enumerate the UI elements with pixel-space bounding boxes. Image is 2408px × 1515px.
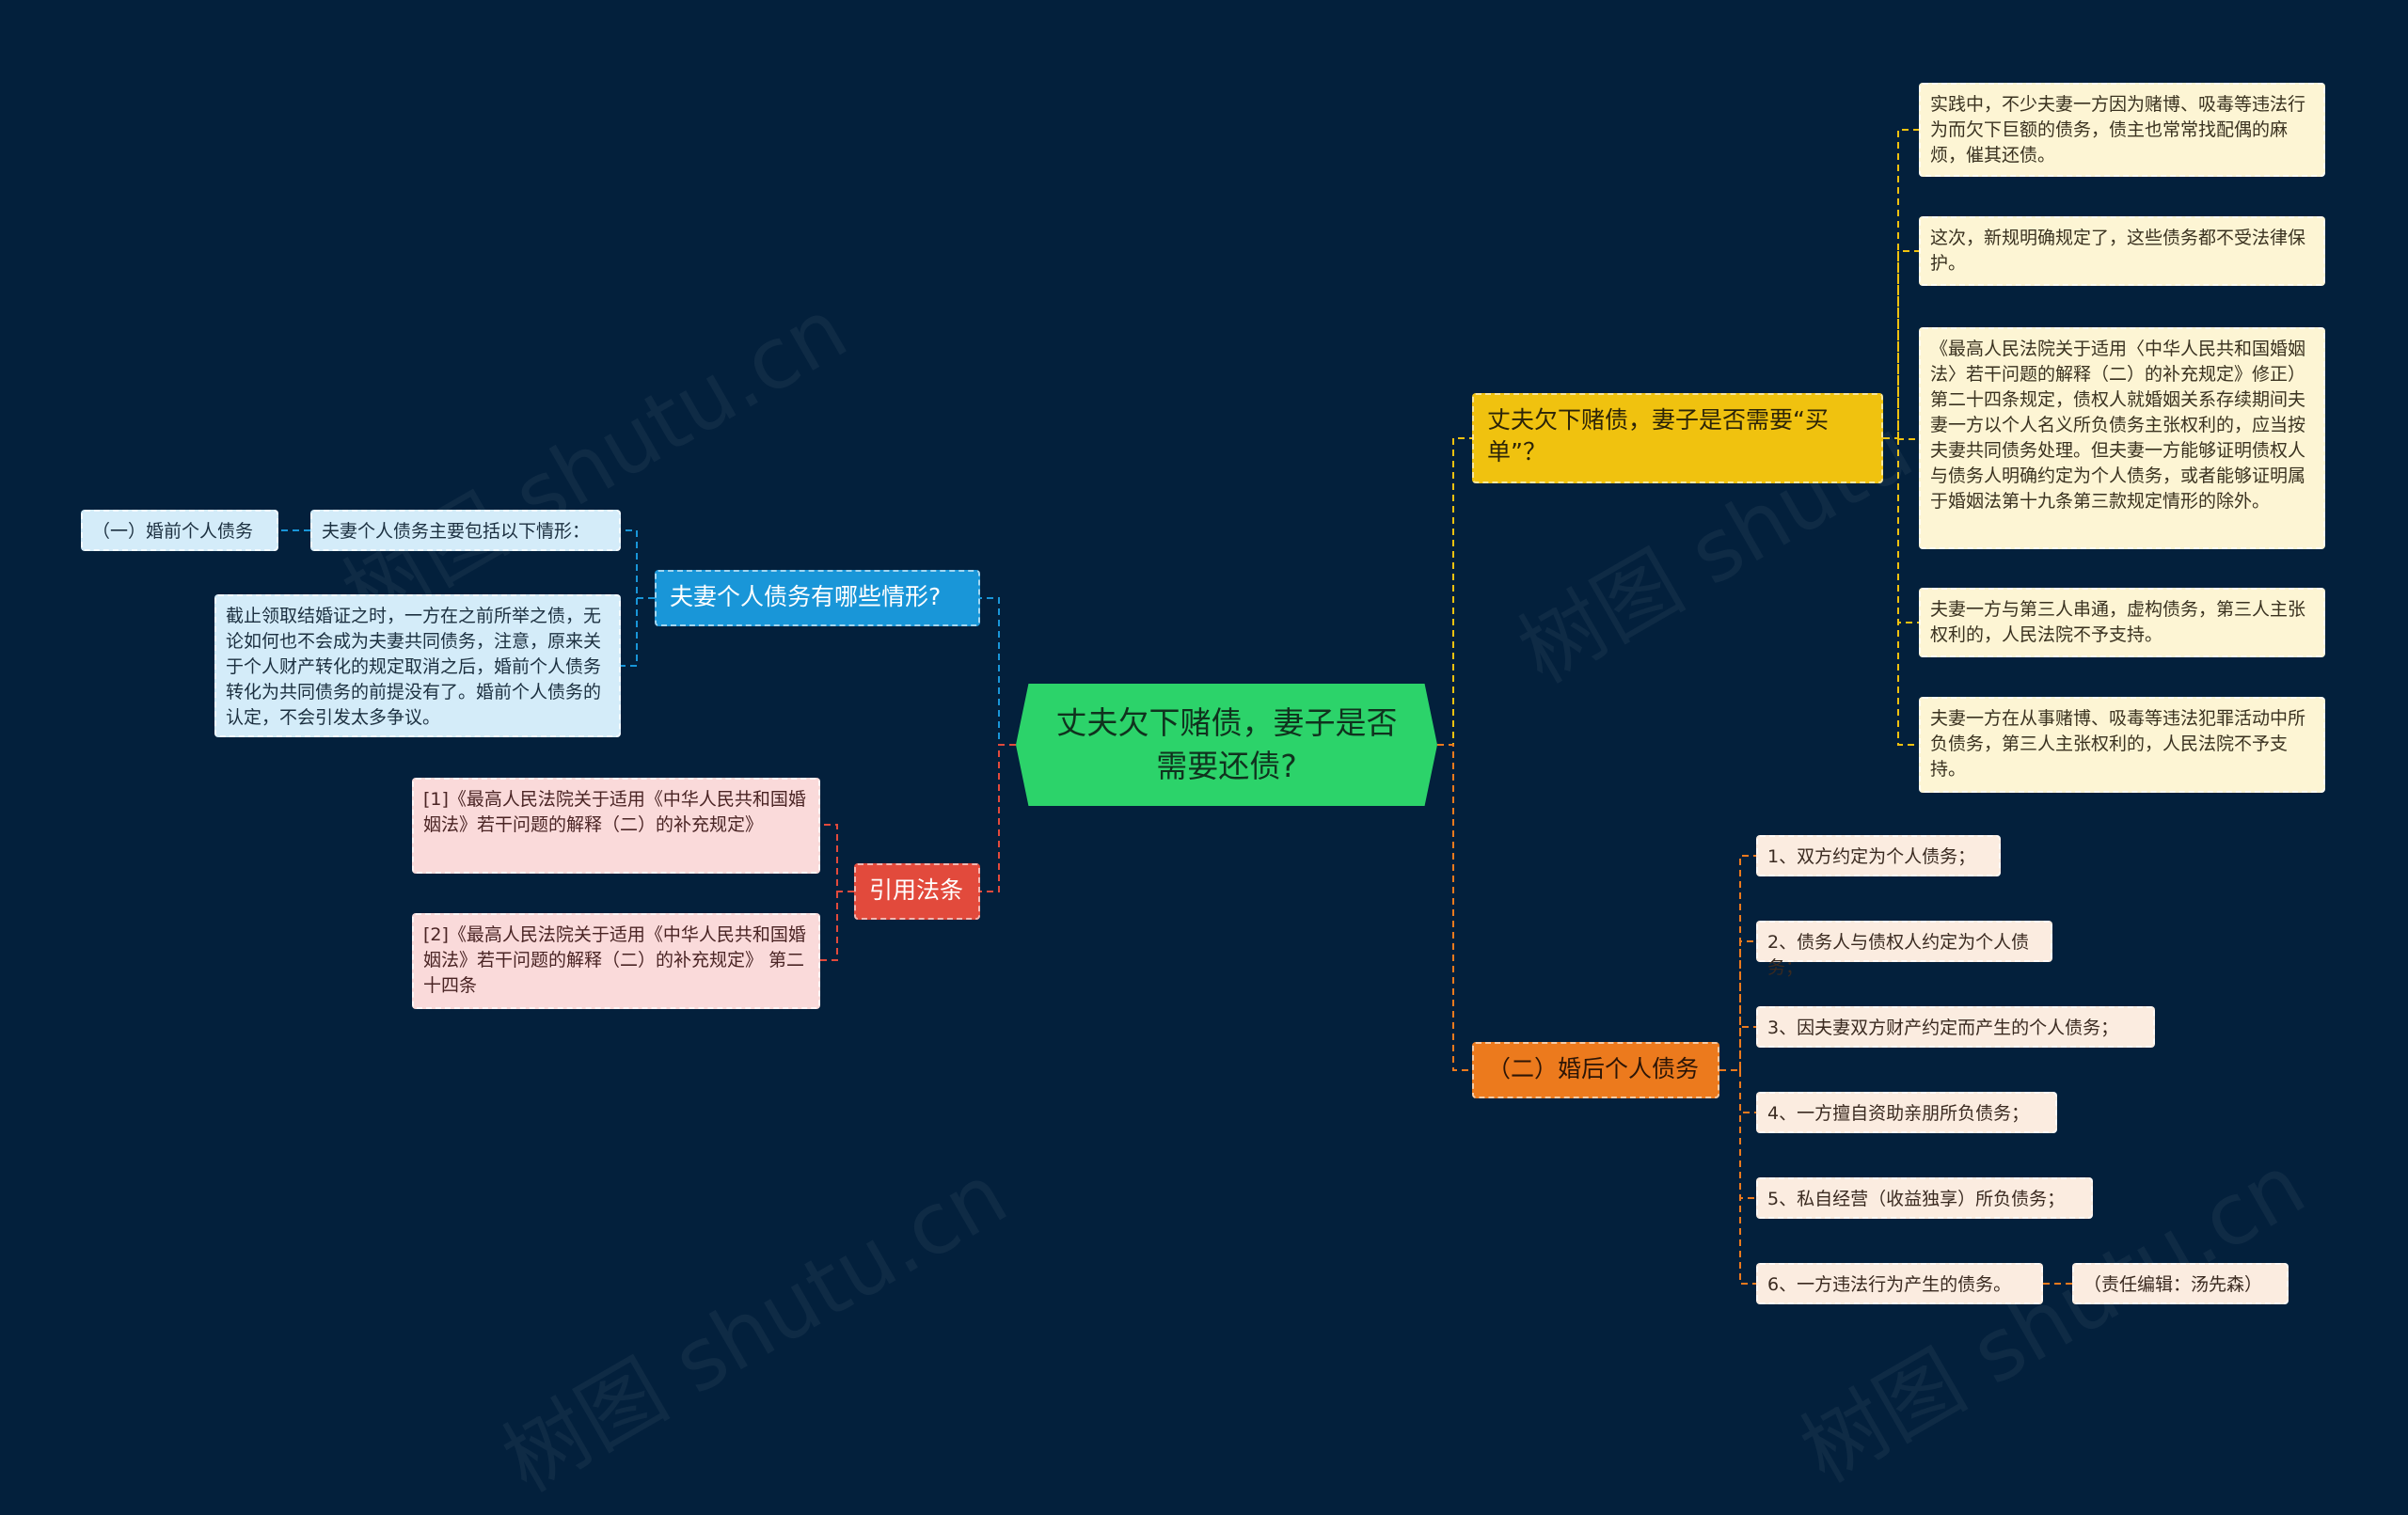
root-topic[interactable]: 丈夫欠下赌债，妻子是否需要还债? (1016, 684, 1437, 806)
leaf-law-2[interactable]: [2]《最高人民法院关于适用《中华人民共和国婚姻法》若干问题的解释（二）的补充规… (412, 913, 820, 1009)
branch-after-marriage[interactable]: （二）婚后个人债务 (1472, 1042, 1719, 1098)
leaf-personal-detail[interactable]: 截止领取结婚证之时，一方在之前所举之债，无论如何也不会成为夫妻共同债务，注意，原… (214, 594, 621, 737)
leaf-editor[interactable]: （责任编辑：汤先森） (2072, 1263, 2289, 1304)
branch-wife-pay-label: 丈夫欠下赌债，妻子是否需要“买单”？ (1487, 406, 1829, 466)
branch-law-label: 引用法条 (869, 876, 964, 904)
leaf-after-3[interactable]: 3、因夫妻双方财产约定而产生的个人债务； (1756, 1006, 2155, 1048)
leaf-law-1[interactable]: [1]《最高人民法院关于适用《中华人民共和国婚姻法》若干问题的解释（二）的补充规… (412, 778, 820, 874)
branch-after-marriage-label: （二）婚后个人债务 (1487, 1055, 1700, 1082)
leaf-wife-3[interactable]: 《最高人民法院关于适用〈中华人民共和国婚姻法〉若干问题的解释（二）的补充规定》修… (1919, 327, 2325, 549)
branch-personal-debt-label: 夫妻个人债务有哪些情形? (670, 583, 942, 610)
branch-wife-pay[interactable]: 丈夫欠下赌债，妻子是否需要“买单”？ (1472, 393, 1883, 483)
connector-lines (278, 129, 2072, 1285)
branch-personal-debt[interactable]: 夫妻个人债务有哪些情形? (655, 570, 980, 626)
leaf-pre-marriage[interactable]: （一）婚前个人债务 (81, 510, 278, 551)
root-topic-label: 丈夫欠下赌债，妻子是否需要还债? (1055, 704, 1398, 784)
leaf-wife-1[interactable]: 实践中，不少夫妻一方因为赌博、吸毒等违法行为而欠下巨额的债务，债主也常常找配偶的… (1919, 83, 2325, 177)
leaf-after-6[interactable]: 6、一方违法行为产生的债务。 (1756, 1263, 2043, 1304)
branch-law[interactable]: 引用法条 (854, 863, 980, 920)
leaf-after-1[interactable]: 1、双方约定为个人债务； (1756, 835, 2001, 876)
leaf-after-2[interactable]: 2、债务人与债权人约定为个人债务； (1756, 921, 2052, 978)
leaf-after-5[interactable]: 5、私自经营（收益独享）所负债务； (1756, 1177, 2093, 1219)
leaf-wife-5[interactable]: 夫妻一方在从事赌博、吸毒等违法犯罪活动中所负债务，第三人主张权利的，人民法院不予… (1919, 697, 2325, 793)
leaf-personal-intro[interactable]: 夫妻个人债务主要包括以下情形： (310, 510, 621, 551)
leaf-wife-4[interactable]: 夫妻一方与第三人串通，虚构债务，第三人主张权利的，人民法院不予支持。 (1919, 588, 2325, 657)
leaf-wife-2[interactable]: 这次，新规明确规定了，这些债务都不受法律保护。 (1919, 216, 2325, 286)
leaf-after-4[interactable]: 4、一方擅自资助亲朋所负债务； (1756, 1092, 2057, 1133)
